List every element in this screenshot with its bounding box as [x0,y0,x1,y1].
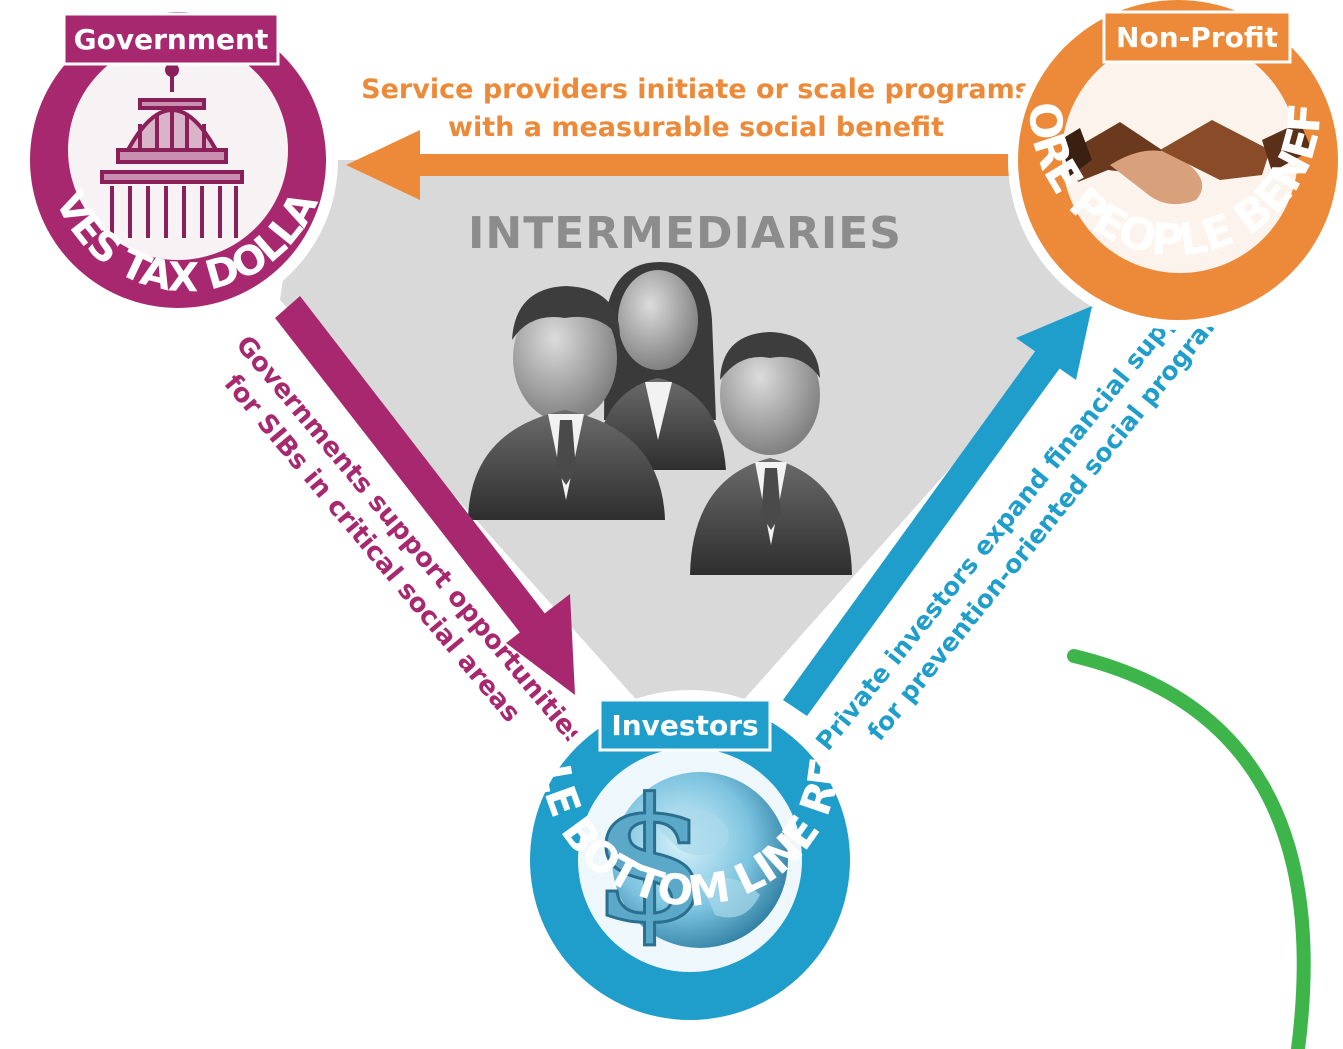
green-accent-arc [1067,649,1311,1049]
flow-label-nonprofit-to-government-line2: with a measurable social benefit [448,112,944,143]
investors-badge: Investors [611,709,758,742]
government-node: SAVES TAX DOLLARS Government [0,0,338,320]
government-badge: Government [74,23,269,56]
svg-text:$: $ [591,761,709,961]
dollar-globe-icon: $ [589,760,788,963]
flow-label-nonprofit-to-government-line1: Service providers initiate or scale prog… [361,74,1031,105]
nonprofit-badge: Non-Profit [1116,21,1278,54]
flow-arrow-government-to-investors [275,296,575,695]
intermediaries-title: INTERMEDIARIES [468,208,902,259]
flow-arrow-investors-to-nonprofit [783,306,1092,716]
capitol-dome-icon [100,63,244,238]
group-of-three-people-icon [468,262,852,575]
handshake-icon [1060,120,1312,205]
flow-arrow-nonprofit-to-government [346,130,1030,200]
